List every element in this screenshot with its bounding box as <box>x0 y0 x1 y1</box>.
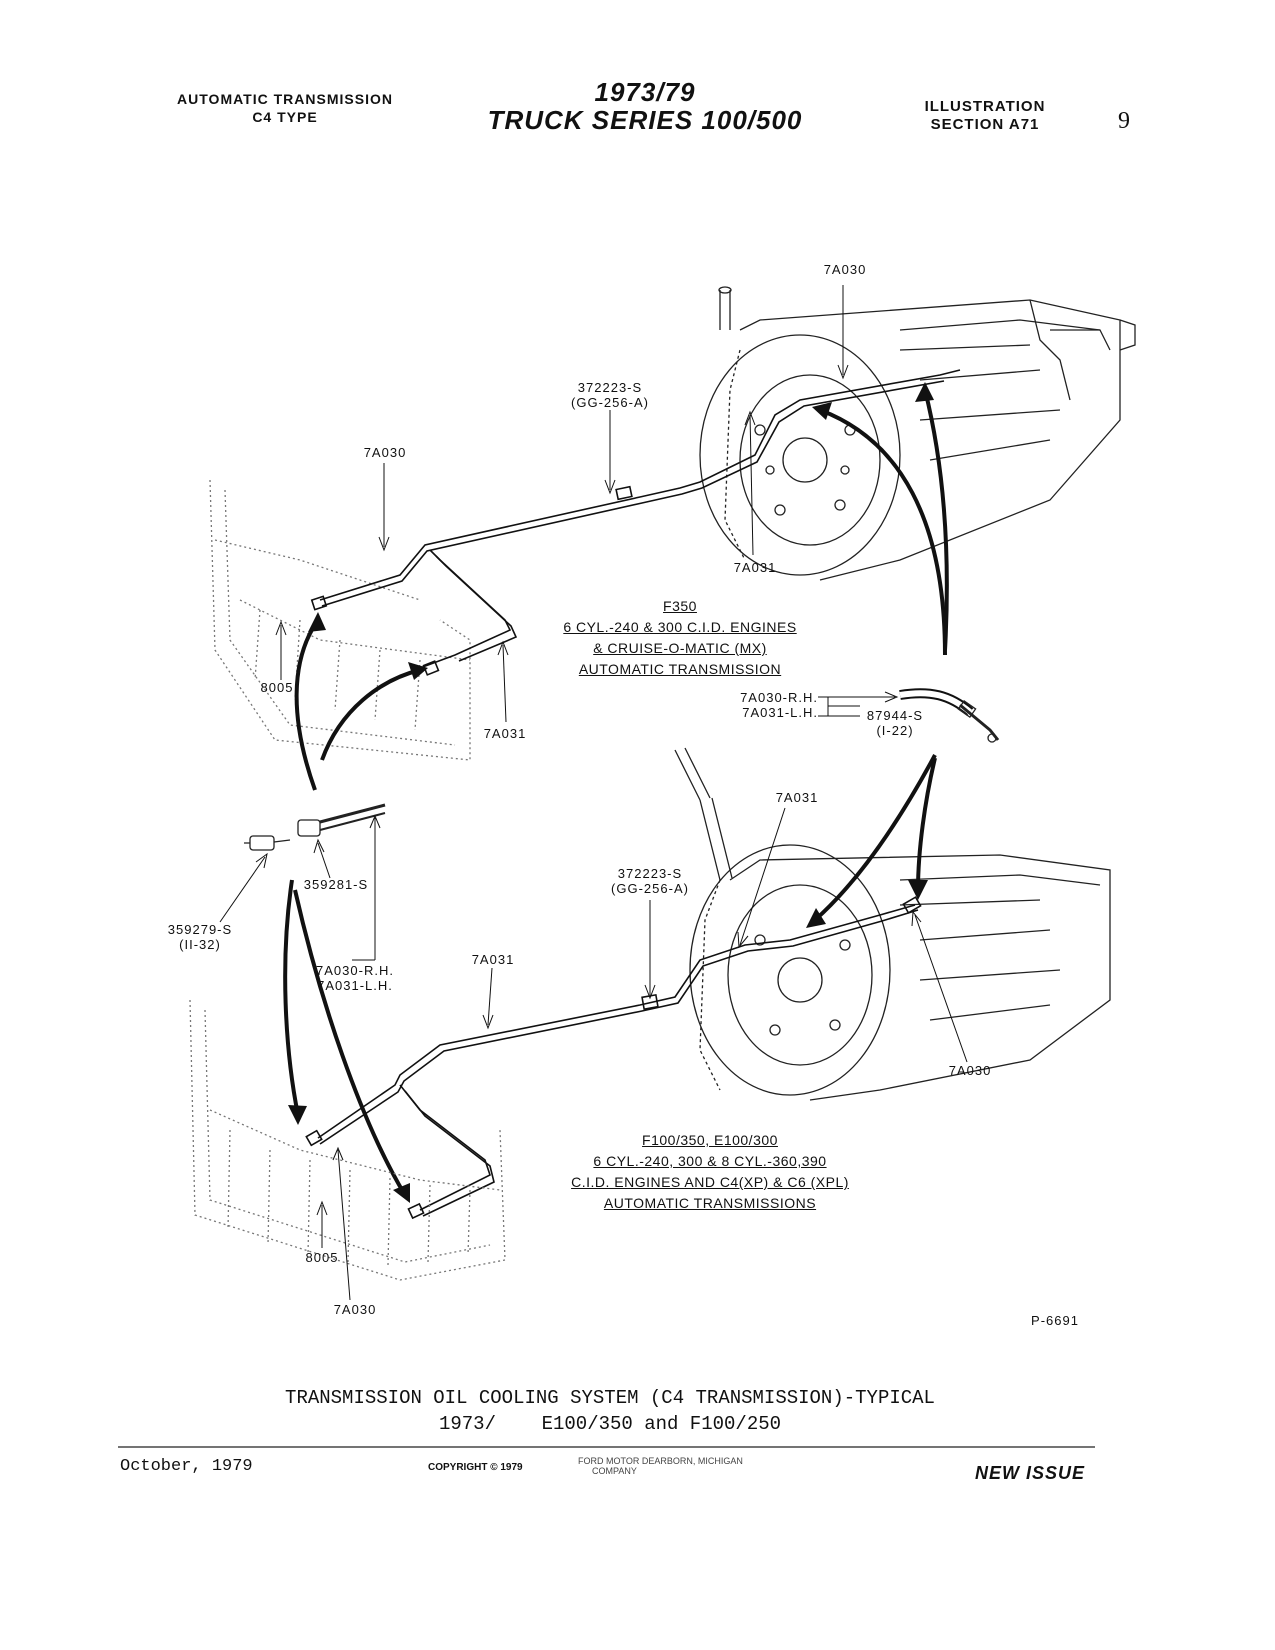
detail-tubes-label: 7A030-R.H. 7A031-L.H. <box>700 690 818 720</box>
upper-top-tube-label: 7A030 <box>823 262 867 277</box>
footer-status: NEW ISSUE <box>975 1463 1086 1483</box>
upper-note-engines: 6 CYL.-240 & 300 C.I.D. ENGINES <box>563 619 797 635</box>
lower-note-cid: C.I.D. ENGINES AND C4(XP) & C6 (XPL) <box>571 1174 849 1190</box>
detail-hose-part: 87944-S <box>866 708 924 723</box>
footer-date: October, 1979 <box>120 1457 253 1476</box>
detail-hose-label: 87944-S (I-22) <box>855 708 935 738</box>
fittings-detail <box>244 803 386 851</box>
detail-tube-lh: 7A031-L.H. <box>742 705 818 720</box>
header-right-line2: SECTION A71 <box>930 116 1040 133</box>
upper-note-transmission: AUTOMATIC TRANSMISSION <box>578 661 782 677</box>
upper-note-model: F350 <box>663 598 697 614</box>
footer-company-line2: COMPANY <box>592 1466 637 1476</box>
detail-connector-label: 359279-S (II-32) <box>160 922 240 952</box>
footer-copyright: COPYRIGHT © 1979 <box>428 1462 523 1473</box>
caption-line2: 1973/ E100/350 and F100/250 <box>438 1413 782 1435</box>
upper-application-note: F350 6 CYL.-240 & 300 C.I.D. ENGINES & C… <box>530 596 830 680</box>
upper-clip-part: 372223-S <box>577 380 643 395</box>
detail-tube-callout: 7A030-R.H. 7A031-L.H. <box>300 963 410 993</box>
lower-clip-label: 372223-S (GG-256-A) <box>595 866 705 896</box>
header-title-years: 1973/79 <box>594 77 696 107</box>
lower-note-engines: 6 CYL.-240, 300 & 8 CYL.-360,390 <box>593 1153 827 1169</box>
upper-radiator <box>209 479 471 761</box>
upper-note-cruise: & CRUISE-O-MATIC (MX) <box>593 640 767 656</box>
figure-number: P-6691 <box>1031 1313 1079 1328</box>
detail-callout-lh: 7A031-L.H. <box>317 978 393 993</box>
lower-note-models: F100/350, E100/300 <box>642 1132 778 1148</box>
footer-company-line1: FORD MOTOR DEARBORN, MICHIGAN <box>578 1456 743 1466</box>
upper-clip-ref: (GG-256-A) <box>571 395 649 410</box>
upper-arrowheads <box>308 382 934 680</box>
header-left-line1: AUTOMATIC TRANSMISSION <box>177 91 393 107</box>
lower-cooler-lines <box>305 896 922 1220</box>
upper-lower-tube-label: 7A031 <box>483 726 527 741</box>
leader-lines <box>219 285 968 1301</box>
header-right: ILLUSTRATION SECTION A71 <box>895 98 1075 134</box>
header-title: 1973/79 TRUCK SERIES 100/500 <box>470 78 820 134</box>
upper-clip-label: 372223-S (GG-256-A) <box>555 380 665 410</box>
lower-application-note: F100/350, E100/300 6 CYL.-240, 300 & 8 C… <box>545 1130 875 1214</box>
lower-bottom-tube-label: 7A030 <box>333 1302 377 1317</box>
hose-detail <box>899 688 1000 743</box>
header-left: AUTOMATIC TRANSMISSION C4 TYPE <box>160 90 410 126</box>
detail-fitting-label: 359281-S <box>303 877 369 892</box>
lower-middle-tube-label: 7A031 <box>471 952 515 967</box>
header-title-series: TRUCK SERIES 100/500 <box>487 105 803 135</box>
lower-radiator <box>189 999 506 1281</box>
upper-center-tube-label: 7A031 <box>733 560 777 575</box>
upper-left-tube-label: 7A030 <box>363 445 407 460</box>
lower-right-tube-label: 7A030 <box>948 1063 992 1078</box>
detail-connector-ref: (II-32) <box>179 937 221 952</box>
detail-connector-part: 359279-S <box>167 922 233 937</box>
detail-tube-rh: 7A030-R.H. <box>740 690 818 705</box>
header-left-line2: C4 TYPE <box>252 109 318 125</box>
upper-flow-arrows <box>294 389 949 791</box>
upper-transmission <box>699 286 1136 581</box>
lower-note-transmissions: AUTOMATIC TRANSMISSIONS <box>603 1195 817 1211</box>
footer-company: FORD MOTOR DEARBORN, MICHIGAN COMPANY <box>578 1456 778 1476</box>
detail-hose-ref: (I-22) <box>876 723 914 738</box>
header-right-line1: ILLUSTRATION <box>924 98 1046 115</box>
lower-radiator-label: 8005 <box>305 1250 339 1265</box>
caption-line1: TRANSMISSION OIL COOLING SYSTEM (C4 TRAN… <box>285 1387 935 1409</box>
lower-top-tube-label: 7A031 <box>775 790 819 805</box>
lower-clip-ref: (GG-256-A) <box>611 881 689 896</box>
lower-clip-part: 372223-S <box>617 866 683 881</box>
page-number: 9 <box>1118 108 1130 134</box>
lower-flow-arrows <box>283 754 937 1197</box>
lower-transmission <box>674 747 1111 1101</box>
figure-caption: TRANSMISSION OIL COOLING SYSTEM (C4 TRAN… <box>180 1385 1040 1437</box>
lower-arrowheads <box>288 880 928 1203</box>
upper-cooler-lines <box>310 369 961 676</box>
detail-callout-rh: 7A030-R.H. <box>316 963 394 978</box>
upper-radiator-label: 8005 <box>260 680 294 695</box>
